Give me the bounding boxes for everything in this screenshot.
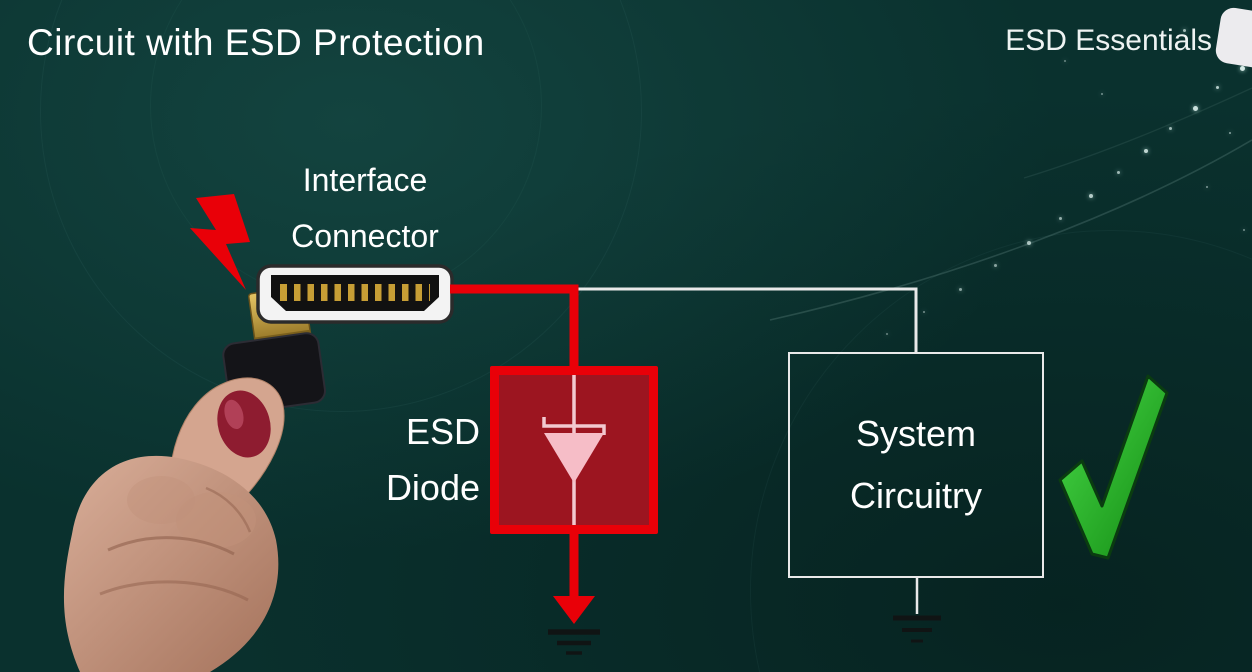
sparkle-dot (1117, 171, 1120, 174)
hand-holding-hdmi-plug (63, 288, 326, 672)
page-title: Circuit with ESD Protection (27, 22, 485, 63)
zener-diode-symbol (542, 375, 606, 525)
sparkle-dot (1064, 60, 1066, 62)
interface-connector-label: Interface Connector (240, 152, 490, 264)
sparkle-dot (1240, 66, 1245, 71)
finger-crease (99, 580, 249, 602)
system-circuitry-box: System Circuitry (788, 352, 1044, 578)
knuckle-highlight (127, 476, 195, 524)
connector-pins (287, 284, 429, 301)
esd-strike-icon (190, 194, 250, 290)
knuckle-highlight (176, 492, 256, 548)
system-box-label-line2: Circuitry (850, 475, 982, 516)
esd-diode-box (490, 366, 658, 534)
sparkle-dot (1206, 186, 1208, 188)
esd-diode-label-line2: Diode (385, 467, 480, 508)
esd-wire-red (450, 284, 579, 372)
signal-wire-white (574, 287, 918, 354)
esd-diode-label-line1: ESD (405, 411, 480, 452)
circuit-protected-check-icon (1058, 374, 1169, 560)
sparkle-dot (923, 311, 925, 313)
sparkle-dot (886, 333, 888, 335)
sparkle-dot (1089, 194, 1093, 198)
system-box-label-line1: System (855, 413, 977, 454)
earth-ground-icon-system (893, 615, 941, 643)
sparkle-dot (1144, 149, 1148, 153)
sparkle-dot (1169, 127, 1172, 130)
sparkle-dot (1027, 241, 1031, 245)
esd-diode-label: ESD Diode (330, 404, 480, 516)
earth-ground-icon-diode (548, 629, 600, 655)
sparkle-dot (1059, 217, 1062, 220)
sparkle-dot (1229, 132, 1231, 134)
brand-text: ESD Essentials (1005, 24, 1212, 57)
down-arrowhead-icon (553, 596, 595, 624)
sparkle-dot (1193, 106, 1198, 111)
brand-logo (1213, 5, 1252, 71)
interface-connector-label-line2: Connector (291, 218, 439, 254)
sparkle-dot (959, 288, 962, 291)
sparkle-dot (1243, 229, 1245, 231)
hdmi-receptacle-graphic (256, 264, 454, 324)
painted-nail (217, 390, 271, 458)
interface-connector-label-line1: Interface (302, 162, 428, 198)
finger-crease (107, 536, 235, 556)
sparkle-dot (1216, 86, 1219, 89)
sparkle-dot (1101, 93, 1103, 95)
finger-crease (205, 486, 252, 533)
sparkle-dot (994, 264, 997, 267)
